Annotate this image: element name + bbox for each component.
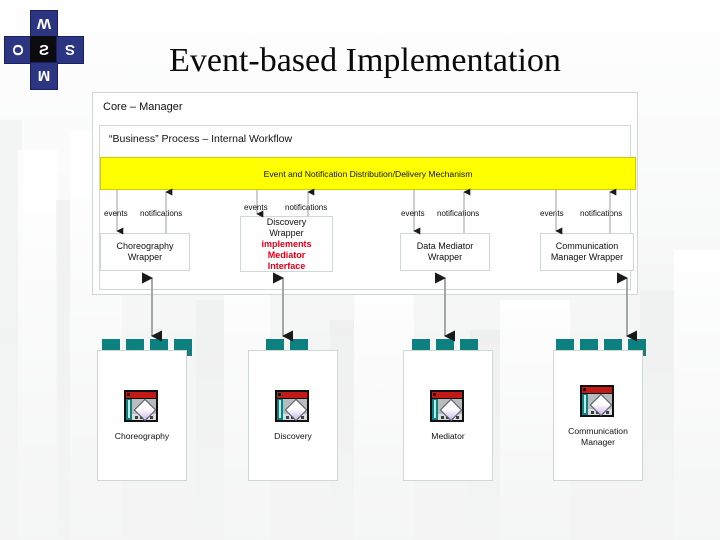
data-mediator-wrapper[interactable]: Data Mediator Wrapper	[400, 233, 490, 271]
edge-label-notifications: notifications	[580, 209, 623, 218]
wrapper-line: Communication	[555, 241, 619, 251]
business-process-label: “Business” Process – Internal Workflow	[109, 133, 293, 145]
component-label: Discovery	[274, 431, 312, 441]
choreography-component[interactable]: Choreography	[97, 350, 187, 481]
discovery-component[interactable]: Discovery	[248, 350, 338, 481]
app-window-icon	[580, 385, 614, 417]
logo-letter-w: W	[30, 10, 58, 38]
logo-letter-o: O	[4, 36, 32, 64]
app-window-icon	[124, 390, 158, 422]
app-window-icon	[275, 390, 309, 422]
communication-manager-wrapper[interactable]: Communication Manager Wrapper	[540, 233, 634, 271]
edge-label-events: events	[244, 203, 268, 212]
wrapper-red-line: Mediator	[267, 249, 306, 260]
component-label: Communication Manager	[568, 426, 628, 447]
wrapper-line: Wrapper	[427, 252, 463, 262]
edge-label-events: events	[401, 209, 425, 218]
edge-label-events: events	[104, 209, 128, 218]
component-label: Mediator	[431, 431, 465, 441]
slide-title: Event-based Implementation	[169, 42, 561, 79]
wrapper-line: Choreography	[116, 241, 174, 251]
logo-center-glyph: Ƨ	[30, 36, 58, 64]
communication-manager-component[interactable]: Communication Manager	[553, 350, 643, 481]
event-notification-bus: Event and Notification Distribution/Deli…	[100, 157, 636, 190]
core-manager-label: Core – Manager	[103, 101, 183, 113]
mediator-component[interactable]: Mediator	[403, 350, 493, 481]
edge-label-events: events	[540, 209, 564, 218]
wrapper-line: Discovery	[266, 216, 307, 227]
wsmo-logo: W O Ƨ S M	[2, 8, 86, 90]
event-notification-bus-label: Event and Notification Distribution/Deli…	[263, 168, 473, 179]
logo-letter-s: S	[56, 36, 84, 64]
wrapper-line: Data Mediator	[416, 241, 474, 251]
component-label: Choreography	[114, 431, 170, 441]
choreography-wrapper[interactable]: Choreography Wrapper	[100, 233, 190, 271]
edge-label-notifications: notifications	[285, 203, 328, 212]
logo-letter-m: M	[30, 62, 58, 90]
wrapper-line: Manager Wrapper	[550, 252, 624, 262]
edge-label-notifications: notifications	[437, 209, 480, 218]
wrapper-red-line: Interface	[267, 260, 306, 271]
wrapper-line: Wrapper	[127, 252, 163, 262]
edge-label-notifications: notifications	[140, 209, 183, 218]
app-window-icon	[430, 390, 464, 422]
wrapper-red-line: implements	[261, 238, 312, 249]
discovery-wrapper[interactable]: Discovery Wrapper implements Mediator In…	[240, 216, 333, 272]
wrapper-line: Wrapper	[269, 227, 304, 238]
